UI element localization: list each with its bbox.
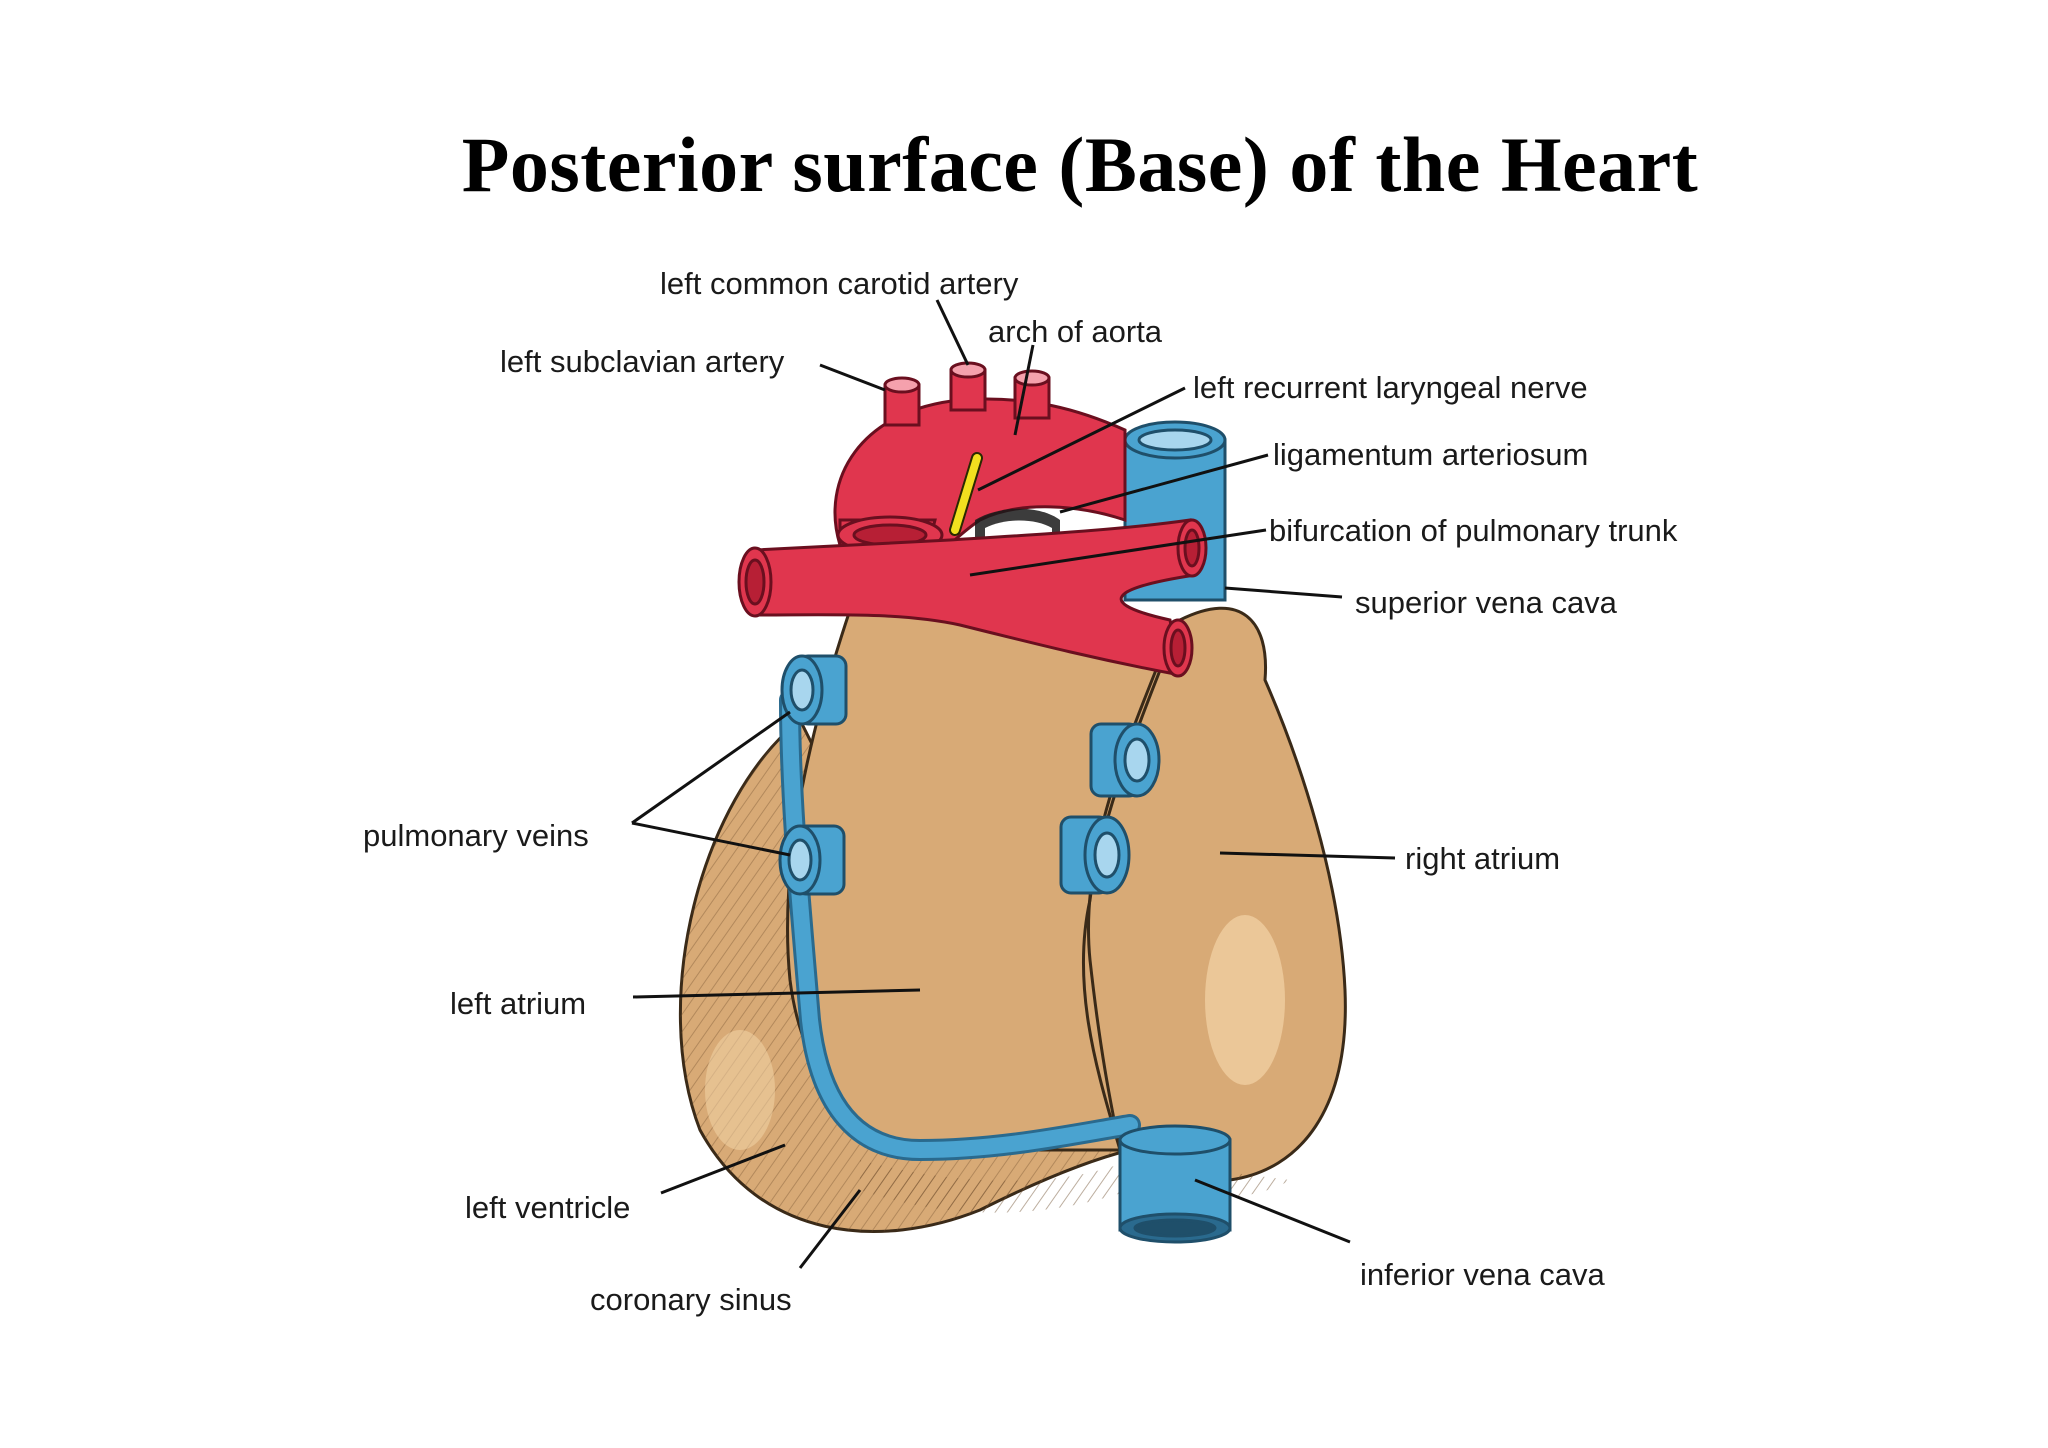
label-left-recurrent-laryngeal-nerve: left recurrent laryngeal nerve — [1193, 370, 1588, 405]
label-left-common-carotid-artery: left common carotid artery — [660, 266, 1019, 301]
label-left-atrium: left atrium — [450, 986, 586, 1021]
label-bifurcation-of-pulmonary-trunk: bifurcation of pulmonary trunk — [1269, 513, 1678, 548]
label-arch-of-aorta: arch of aorta — [988, 314, 1163, 349]
label-inferior-vena-cava: inferior vena cava — [1360, 1257, 1605, 1292]
label-superior-vena-cava: superior vena cava — [1355, 585, 1618, 620]
label-right-atrium: right atrium — [1405, 841, 1560, 876]
inferior-vena-cava-shape — [1118, 1124, 1232, 1244]
diagram-labels: left common carotid artery arch of aorta… — [363, 266, 1678, 1317]
label-left-ventricle: left ventricle — [465, 1190, 630, 1225]
label-ligamentum-arteriosum: ligamentum arteriosum — [1273, 437, 1588, 472]
page-title: Posterior surface (Base) of the Heart — [461, 121, 1699, 208]
label-coronary-sinus: coronary sinus — [590, 1282, 792, 1317]
label-left-subclavian-artery: left subclavian artery — [500, 344, 785, 379]
label-pulmonary-veins: pulmonary veins — [363, 818, 589, 853]
leader-lines — [631, 299, 1396, 1269]
pulmonary-veins-shapes — [778, 654, 1161, 896]
